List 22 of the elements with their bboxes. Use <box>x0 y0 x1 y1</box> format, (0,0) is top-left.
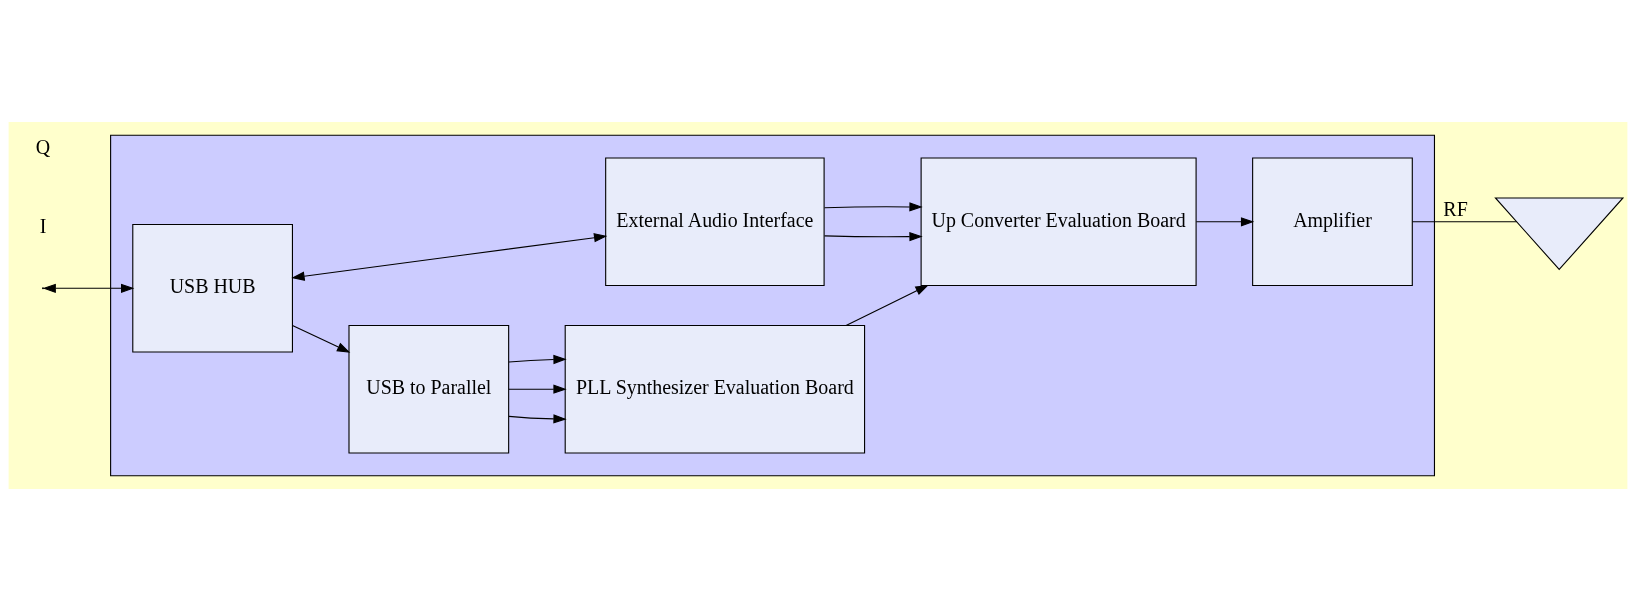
edge-label: RF <box>1443 197 1468 220</box>
label: I <box>39 215 47 238</box>
connector <box>1411 221 1518 223</box>
node-triangle <box>1494 197 1625 271</box>
label: Q <box>35 135 51 158</box>
arrow <box>291 233 608 281</box>
cluster <box>110 134 1436 477</box>
node-box: USB to Parallel <box>348 324 510 454</box>
arrow <box>823 231 923 242</box>
node-box: USB HUB <box>132 224 293 353</box>
arrow <box>1195 217 1255 227</box>
arrow <box>845 284 929 326</box>
arrow <box>42 283 135 293</box>
arrow <box>508 414 567 424</box>
node-box: Amplifier <box>1252 157 1413 287</box>
arrow <box>291 324 351 353</box>
arrow <box>823 202 923 212</box>
node-box: PLL Synthesizer Evaluation Board <box>564 324 866 454</box>
node-box: External Audio Interface <box>605 157 825 287</box>
arrow <box>508 354 567 365</box>
node-box: Up Converter Evaluation Board <box>920 157 1197 287</box>
arrow <box>508 384 567 394</box>
